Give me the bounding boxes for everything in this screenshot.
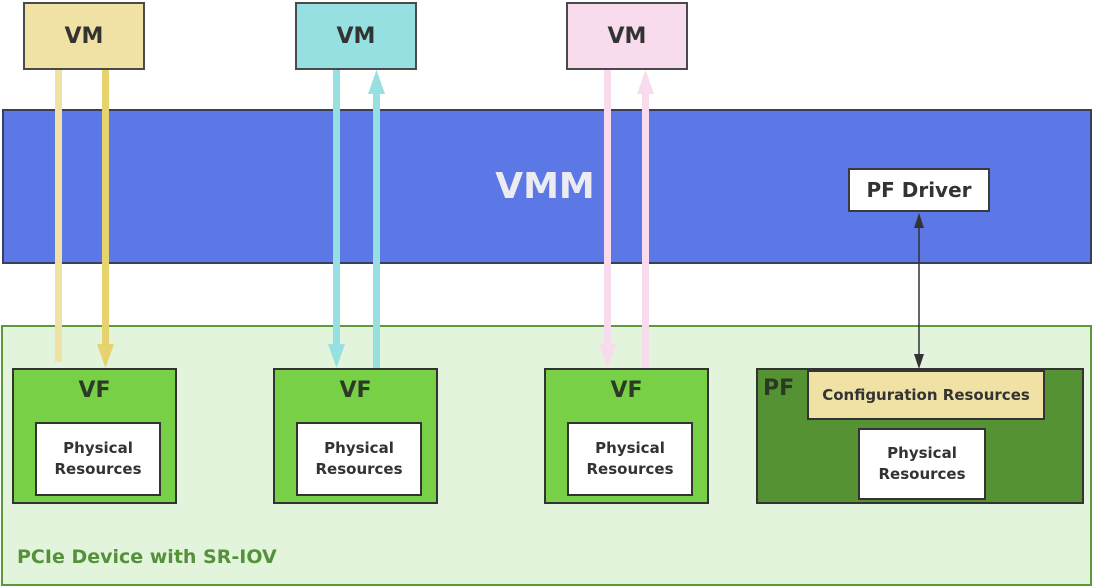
vm2-up-arrowhead: [368, 70, 385, 94]
physical-resources-line2: Resources: [54, 460, 142, 478]
pcie-device-label: PCIe Device with SR-IOV: [17, 546, 277, 568]
physical-resources-line2: Resources: [315, 460, 403, 478]
vf-title: VF: [78, 378, 111, 403]
pf-driver-box: PF Driver: [848, 168, 990, 212]
configuration-resources-box: Configuration Resources: [807, 370, 1045, 420]
physical-resources-line1: Physical: [887, 444, 957, 462]
physical-resources-line1: Physical: [63, 439, 133, 457]
vm-box-3: VM: [566, 2, 688, 70]
physical-resources-line1: Physical: [324, 439, 394, 457]
vm-box-1: VM: [23, 2, 145, 70]
vf-title: VF: [610, 378, 643, 403]
vm-box-2: VM: [295, 2, 417, 70]
vmm-label: VMM: [495, 165, 595, 207]
vf-title: VF: [339, 378, 372, 403]
physical-resources-line1: Physical: [595, 439, 665, 457]
physical-resources-line2: Resources: [586, 460, 674, 478]
pf-title: PF: [763, 376, 795, 401]
vm3-up-arrowhead: [637, 70, 654, 94]
physical-resources-line2: Resources: [878, 465, 966, 483]
